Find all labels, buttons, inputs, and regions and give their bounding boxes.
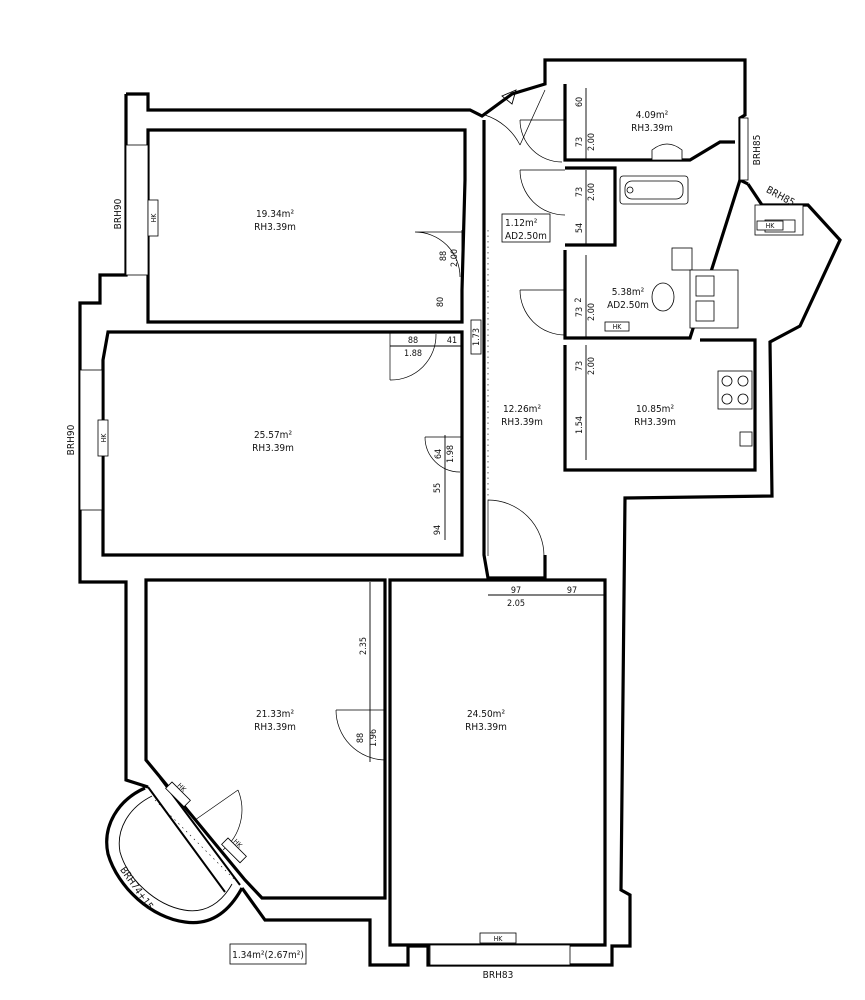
room-area-2: 25.57m² (254, 430, 293, 441)
bay-wall (147, 777, 241, 893)
dim-label: 54 (575, 223, 585, 233)
parapet-left-top: BRH90 (113, 198, 124, 229)
boiler (739, 431, 753, 447)
door-room2b (424, 436, 462, 473)
door-room1 (414, 231, 462, 278)
door-bath-top (519, 119, 565, 163)
room-height-2: RH3.39m (252, 443, 294, 454)
room2-wall (101, 330, 464, 557)
outer-wall-north-west (126, 58, 749, 186)
room-height-hall: RH3.39m (501, 417, 543, 428)
heater-label-kitchen: HK (766, 222, 776, 230)
door-room2a (389, 332, 437, 381)
heater-label-room4: HK (494, 935, 504, 943)
dim-label: 2 (574, 297, 584, 302)
room1-wall (146, 128, 467, 324)
window-room4 (429, 944, 571, 966)
dim-label: 73 (575, 187, 585, 197)
parapet-right-top: BRH85 (752, 135, 763, 166)
room-height-1: RH3.39m (254, 222, 296, 233)
parapet-bottom: BRH83 (483, 970, 514, 981)
hall-wall (482, 120, 547, 580)
parapet-bay: BRH74+15 (117, 865, 154, 912)
balcony-area: 1.34m²(2.67m²) (232, 950, 304, 961)
dim-label: 1.98 (446, 445, 456, 463)
dim-label: 1.88 (404, 349, 422, 359)
room-area-bath: 4.09m² (636, 110, 669, 121)
dim-label: 41 (447, 336, 457, 346)
dim-label: 73 (575, 361, 585, 371)
dim-label: 80 (436, 297, 446, 307)
room-height-wc: AD2.50m (505, 231, 547, 242)
room-area-bath2: 5.38m² (612, 287, 645, 298)
dim-label: 2.35 (359, 637, 369, 655)
kitchen-wall (563, 338, 757, 472)
dimension-lines (369, 88, 605, 762)
dim-label: 60 (575, 97, 585, 107)
outer-wall-west (78, 94, 149, 789)
dim-label: 73 (575, 307, 585, 317)
dim-label: 97 (567, 586, 577, 596)
entrance-arrow-icon (501, 89, 517, 105)
heater-label-room2: HK (100, 433, 108, 443)
dim-label: 2.00 (587, 357, 597, 375)
cooktop (717, 370, 753, 410)
room3-wall (144, 578, 387, 900)
dashed-lines (154, 230, 489, 881)
walls (78, 58, 842, 967)
dim-label: 88 (439, 251, 449, 261)
room-height-kitchen: RH3.39m (634, 417, 676, 428)
doors (194, 89, 566, 851)
dim-label: 94 (433, 525, 443, 535)
room-area-wc: 1.12m² (505, 218, 538, 229)
door-bath2 (519, 289, 566, 336)
dim-label: 1.54 (575, 416, 585, 434)
room-height-bath: RH3.39m (631, 123, 673, 134)
room-height-4: RH3.39m (465, 722, 507, 733)
dim-label: 2.00 (587, 183, 597, 201)
room-area-hall: 12.26m² (503, 404, 542, 415)
room-labels: 19.34m² RH3.39m 25.57m² RH3.39m 21.33m² … (229, 110, 676, 965)
dim-label: 88 (356, 733, 366, 743)
room4-wall (388, 578, 607, 947)
dim-label: 88 (408, 336, 418, 346)
dim-label: 1.96 (369, 729, 379, 747)
dim-label: 2.05 (507, 599, 525, 609)
heater-label-room1: HK (150, 213, 158, 223)
dim-label: 64 (434, 449, 444, 459)
bay-inner (118, 795, 233, 912)
room-area-4: 24.50m² (467, 709, 506, 720)
heater-label-bath2: HK (613, 323, 623, 331)
dim-label: 97 (511, 586, 521, 596)
outer-wall-east (426, 183, 842, 967)
window-room1 (125, 144, 149, 276)
dim-label: 2.00 (587, 133, 597, 151)
bath-wc-wall (565, 166, 617, 247)
bay-outer (105, 786, 244, 925)
door-hall (487, 499, 545, 557)
bidet (671, 247, 693, 271)
dim-label: 1.73 (472, 328, 482, 346)
parapet-left-mid: BRH90 (66, 424, 77, 455)
door-entrance (484, 89, 546, 146)
door-room3 (335, 709, 386, 761)
dim-label: 2.00 (587, 303, 597, 321)
bath2-wall (563, 179, 742, 340)
dim-label: 2.00 (450, 249, 460, 267)
room-height-3: RH3.39m (254, 722, 296, 733)
room-area-kitchen: 10.85m² (636, 404, 675, 415)
room-height-bath2: AD2.50m (607, 300, 649, 311)
windows (79, 117, 804, 966)
dim-label: 55 (433, 483, 443, 493)
dimension-labels: 88 2.00 80 88 1.88 41 64 1.98 55 94 2.35… (356, 97, 597, 747)
toilet (651, 282, 675, 312)
door-wc (519, 169, 566, 216)
room-area-1: 19.34m² (256, 209, 295, 220)
washbasin (651, 143, 683, 161)
dim-label: 73 (575, 137, 585, 147)
room-area-3: 21.33m² (256, 709, 295, 720)
window-bath (739, 117, 749, 181)
